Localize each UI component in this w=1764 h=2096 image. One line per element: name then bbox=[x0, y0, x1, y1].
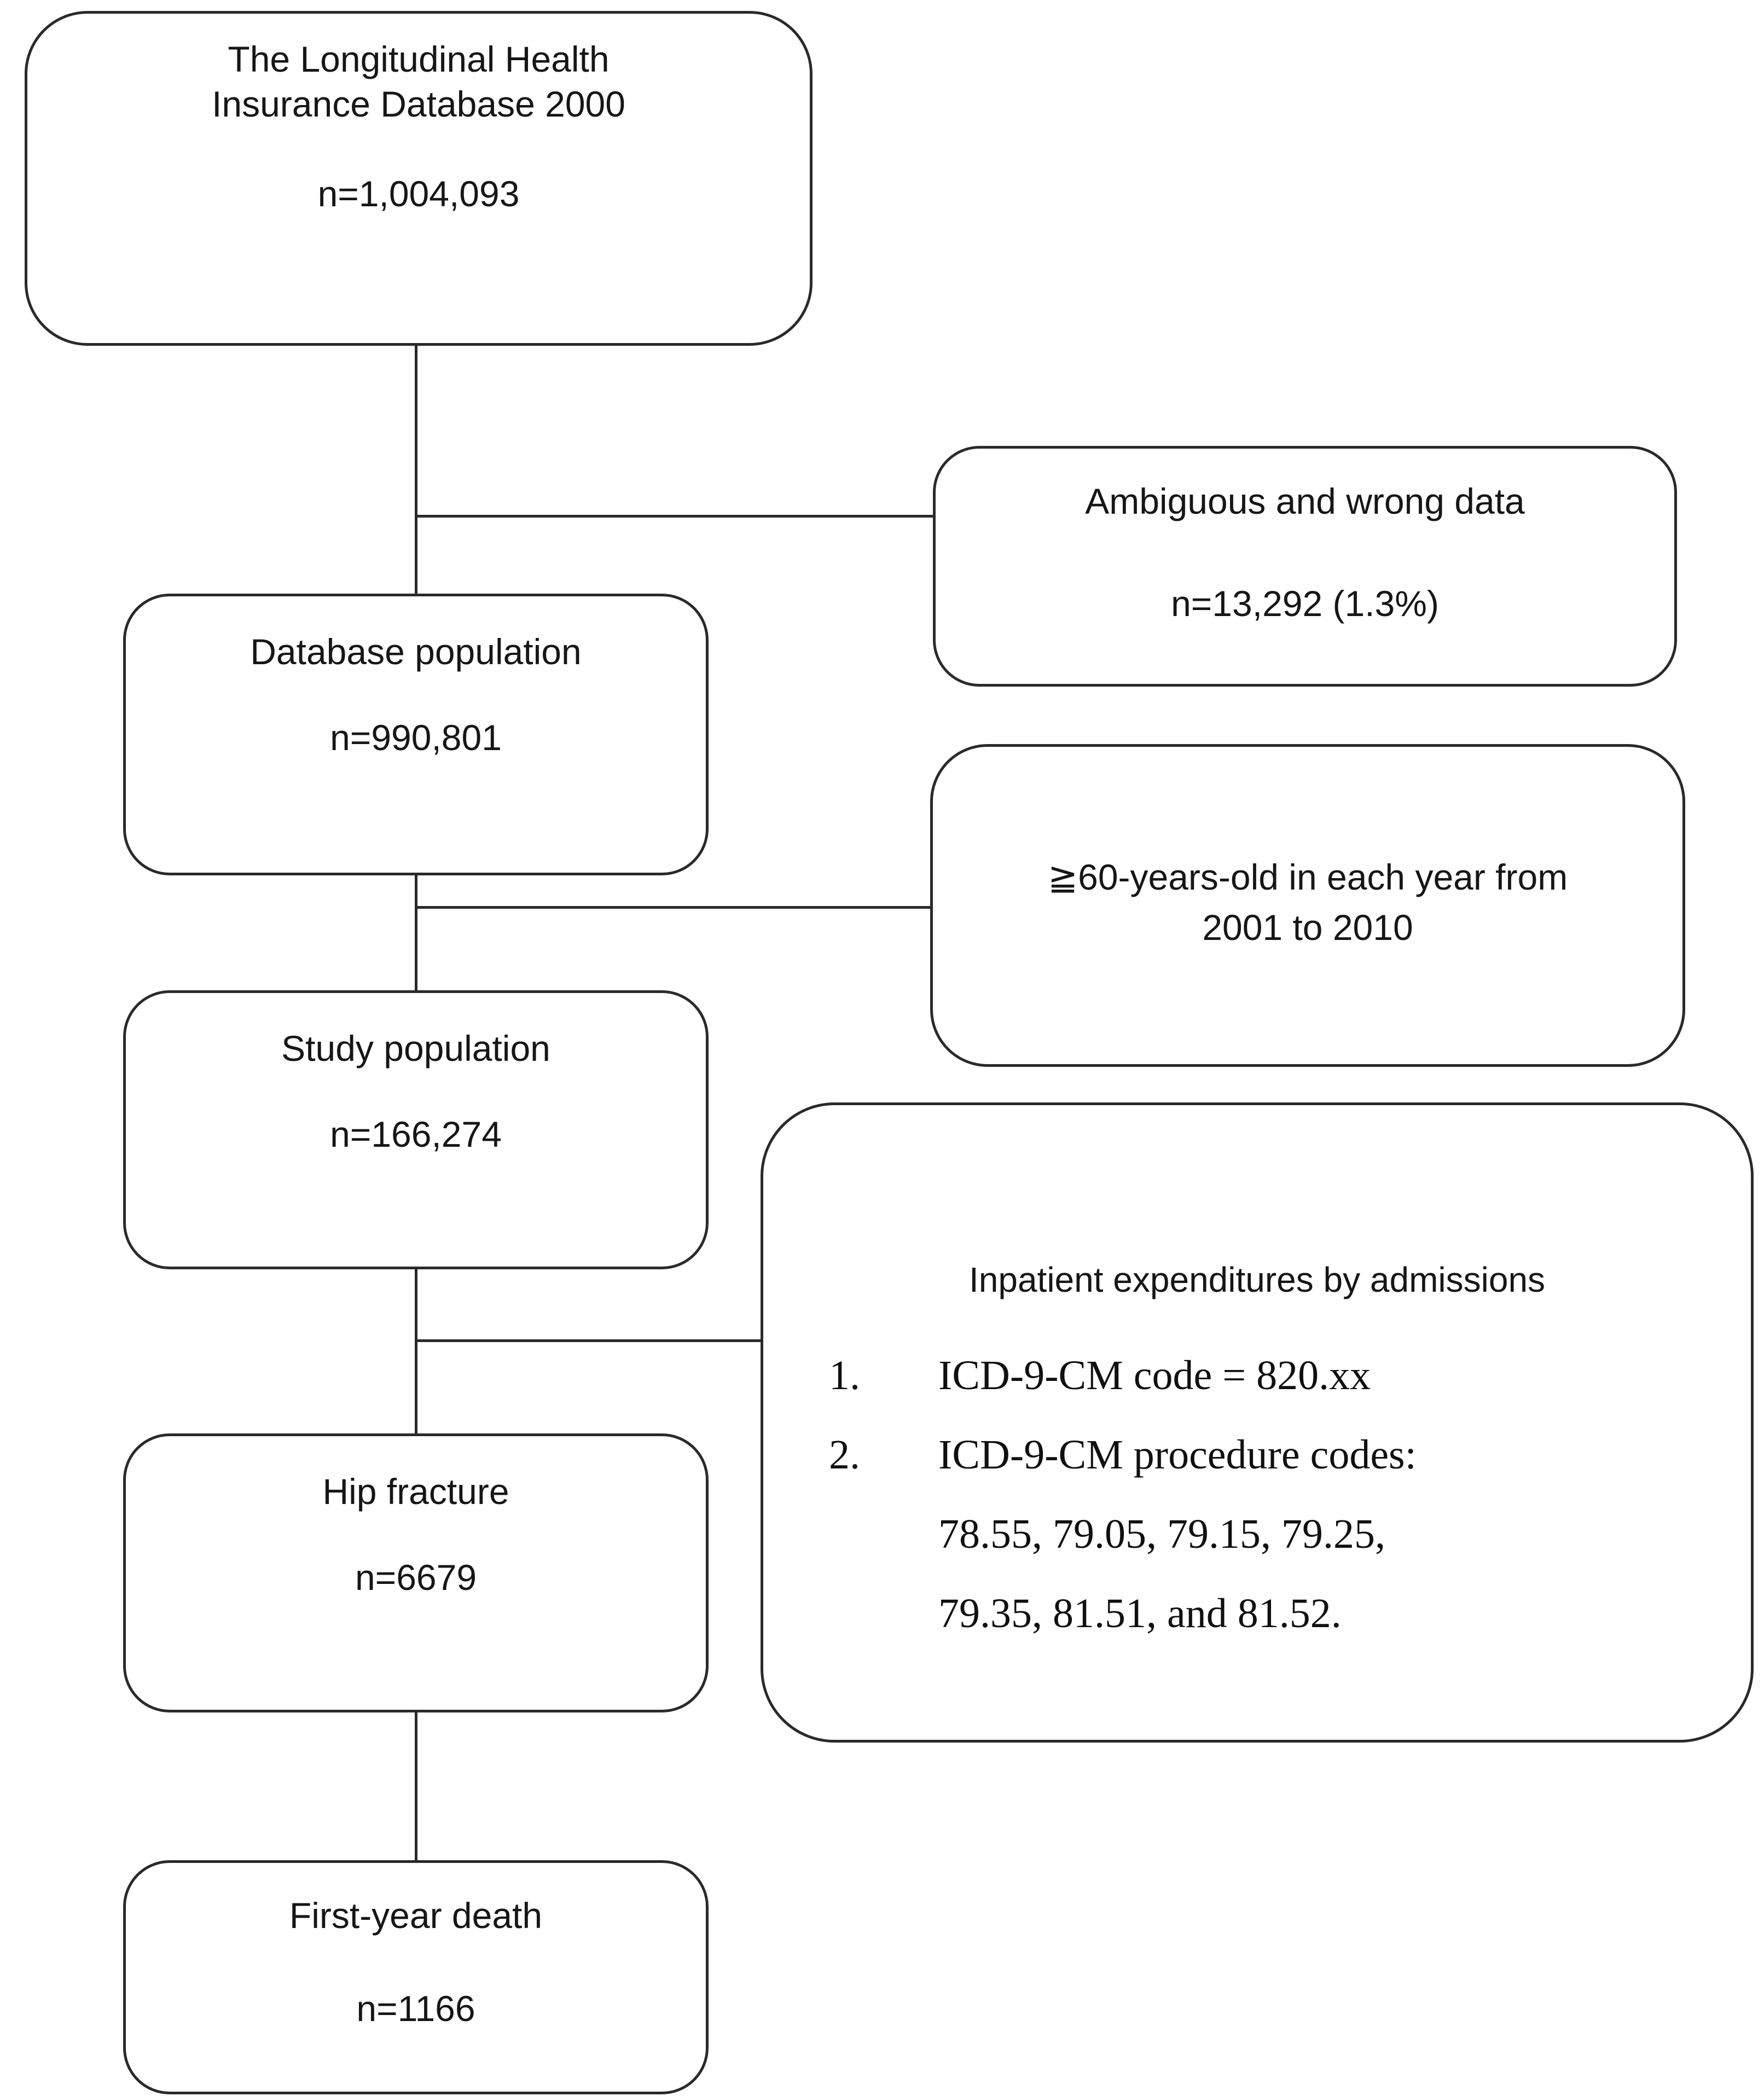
node-inpatient-expenditures-title: Inpatient expenditures by admissions bbox=[968, 1260, 1546, 1299]
node-database-population: Database population n=990,801 bbox=[123, 594, 709, 875]
node-first-year-death: First-year death n=1166 bbox=[123, 1860, 709, 2094]
list-item-text: ICD-9-CM procedure codes: 78.55, 79.05, … bbox=[938, 1415, 1729, 1653]
connector-hip-to-death bbox=[415, 1711, 417, 1862]
list-item-text-line3: 79.35, 81.51, and 81.52. bbox=[938, 1590, 1342, 1636]
node-inpatient-expenditures: Inpatient expenditures by admissions 1. … bbox=[761, 1102, 1754, 1743]
connector-study-to-hip bbox=[415, 1268, 417, 1435]
connector-database-to-study bbox=[415, 874, 417, 992]
connector-branch-age-criteria bbox=[416, 906, 931, 909]
inpatient-criteria-list: 1. ICD-9-CM code = 820.xx 2. ICD-9-CM pr… bbox=[763, 1336, 1751, 1653]
node-first-year-death-count: n=1166 bbox=[356, 1988, 475, 2029]
node-study-population-title: Study population bbox=[281, 1028, 550, 1069]
list-item-number: 2. bbox=[829, 1432, 860, 1478]
node-lhid-2000-title-line2: Insurance Database 2000 bbox=[212, 84, 625, 124]
list-item-number: 1. bbox=[829, 1352, 860, 1398]
node-first-year-death-title: First-year death bbox=[289, 1895, 543, 1936]
list-item-text-line2: 78.55, 79.05, 79.15, 79.25, bbox=[938, 1511, 1385, 1557]
list-item: 1. ICD-9-CM code = 820.xx bbox=[829, 1336, 1729, 1415]
node-ambiguous-data-title: Ambiguous and wrong data bbox=[1085, 481, 1525, 521]
list-item: 2. ICD-9-CM procedure codes: 78.55, 79.0… bbox=[829, 1415, 1729, 1653]
node-hip-fracture-title: Hip fracture bbox=[322, 1471, 509, 1512]
node-age-criteria-line2: 2001 to 2010 bbox=[1202, 907, 1413, 948]
node-database-population-count: n=990,801 bbox=[330, 717, 502, 758]
node-study-population-count: n=166,274 bbox=[330, 1114, 502, 1154]
node-hip-fracture: Hip fracture n=6679 bbox=[123, 1433, 709, 1712]
list-item-text: ICD-9-CM code = 820.xx bbox=[938, 1352, 1371, 1398]
list-item-text-line1: ICD-9-CM procedure codes: bbox=[938, 1432, 1417, 1478]
node-age-criteria-line1: ≧60-years-old in each year from bbox=[1047, 857, 1568, 897]
node-hip-fracture-count: n=6679 bbox=[355, 1557, 477, 1598]
connector-lhid-to-database bbox=[415, 344, 417, 596]
connector-branch-ambiguous bbox=[416, 515, 934, 518]
node-age-criteria: ≧60-years-old in each year from 2001 to … bbox=[930, 744, 1685, 1067]
node-lhid-2000-title-line1: The Longitudinal Health bbox=[228, 39, 610, 79]
node-ambiguous-data-count: n=13,292 (1.3%) bbox=[1171, 583, 1439, 624]
node-ambiguous-data: Ambiguous and wrong data n=13,292 (1.3%) bbox=[933, 446, 1677, 687]
connector-branch-inpatient bbox=[416, 1339, 762, 1342]
node-study-population: Study population n=166,274 bbox=[123, 990, 709, 1269]
node-lhid-2000-count: n=1,004,093 bbox=[317, 173, 520, 214]
node-database-population-title: Database population bbox=[250, 631, 582, 672]
node-lhid-2000: The Longitudinal Health Insurance Databa… bbox=[25, 11, 813, 346]
